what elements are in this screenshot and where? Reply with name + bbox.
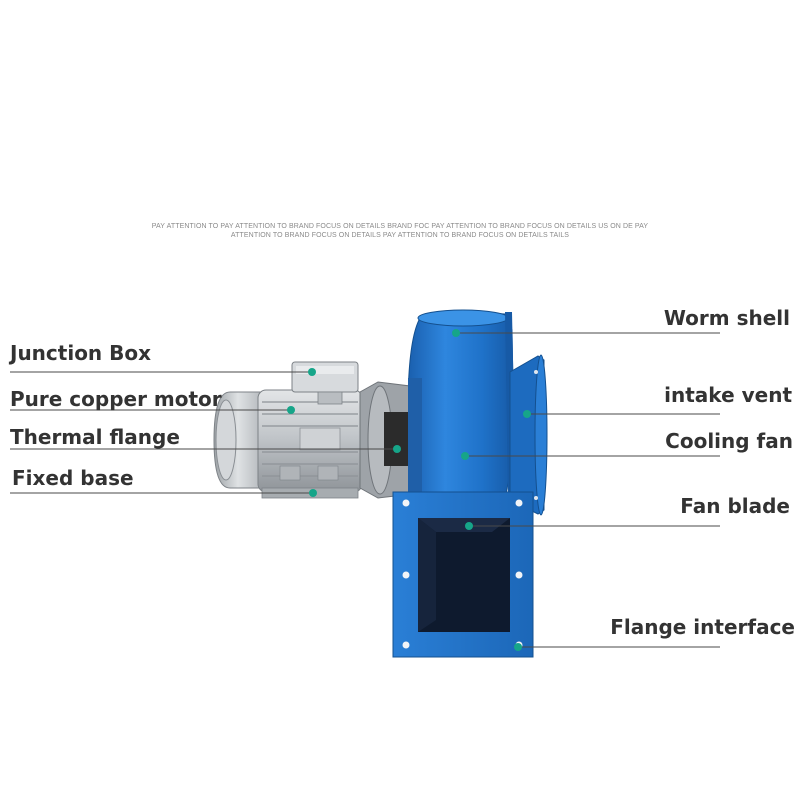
brand-tagline: PAY ATTENTION TO PAY ATTENTION TO BRAND … <box>151 223 649 239</box>
marker-thermal-flange <box>393 445 401 453</box>
label-fan-blade: Fan blade <box>680 494 790 518</box>
label-cooling-fan: Cooling fan <box>665 429 793 453</box>
worm-shell-housing <box>407 309 516 501</box>
leader-lines <box>10 332 720 648</box>
marker-pure-copper-motor <box>287 406 295 414</box>
marker-worm-shell <box>452 329 460 337</box>
marker-flange-interface <box>514 643 522 651</box>
marker-fixed-base <box>309 489 317 497</box>
label-junction-box: Junction Box <box>8 341 151 365</box>
marker-fan-blade <box>465 522 473 530</box>
label-thermal-flange: Thermal flange <box>10 425 180 449</box>
flange-interface-outlet <box>392 491 534 658</box>
label-fixed-base: Fixed base <box>12 466 134 490</box>
label-worm-shell: Worm shell <box>664 306 790 330</box>
marker-junction-box <box>308 368 316 376</box>
intake-vent-disk <box>509 354 548 516</box>
marker-dots <box>287 329 531 651</box>
label-flange-interface: Flange interface <box>610 615 795 639</box>
label-pure-copper-motor: Pure copper motor <box>10 387 222 411</box>
motor <box>213 361 422 499</box>
marker-cooling-fan <box>461 452 469 460</box>
label-intake-vent: intake vent <box>664 383 792 407</box>
marker-intake-vent <box>523 410 531 418</box>
